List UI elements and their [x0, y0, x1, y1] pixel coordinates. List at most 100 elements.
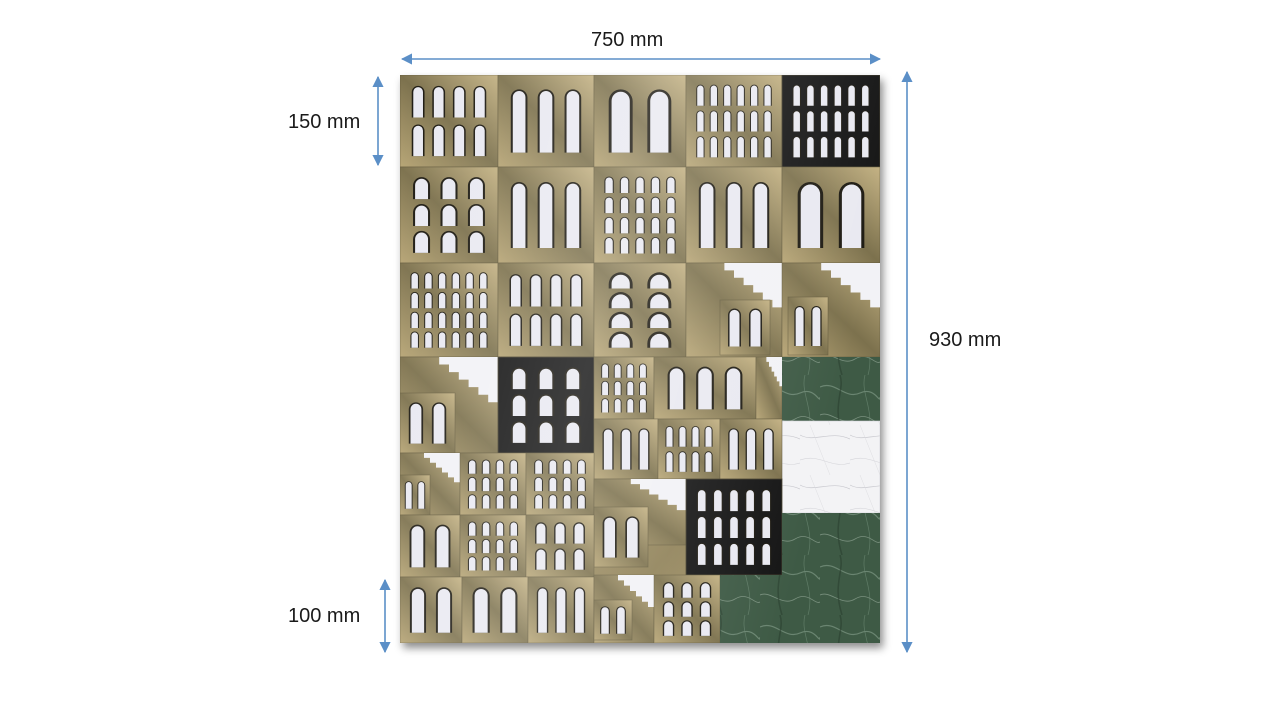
- arch-window: [726, 368, 741, 410]
- arch-window: [746, 490, 754, 512]
- arch-window: [437, 588, 451, 633]
- arch-window: [636, 197, 644, 214]
- arch-window: [714, 490, 722, 512]
- arch-window: [682, 621, 692, 636]
- arch-window: [512, 90, 526, 153]
- arch-window: [475, 125, 485, 157]
- arch-window: [438, 292, 446, 309]
- arch-window: [602, 364, 609, 378]
- arch-window: [697, 137, 704, 158]
- arch-window: [730, 543, 738, 565]
- arch-window: [841, 184, 862, 249]
- arch-window: [442, 205, 456, 227]
- arch-window: [571, 275, 581, 307]
- arch-window: [539, 422, 553, 443]
- arch-window: [512, 395, 526, 417]
- arch-window: [535, 477, 542, 492]
- arch-window: [651, 197, 660, 214]
- arch-window: [614, 399, 621, 413]
- arch-window: [626, 517, 638, 558]
- arch-window: [411, 332, 418, 348]
- arch-window: [442, 178, 456, 200]
- arch-window: [551, 275, 561, 307]
- arch-window: [862, 137, 869, 158]
- arch-window: [566, 90, 580, 153]
- arch-window: [793, 137, 800, 158]
- arch-window: [750, 137, 758, 158]
- green-marble-tile: [782, 357, 880, 421]
- arch-window: [664, 602, 673, 617]
- arch-window: [682, 602, 692, 617]
- arch-window: [698, 368, 712, 410]
- arch-window: [746, 543, 754, 565]
- arch-window: [605, 197, 613, 214]
- arch-window: [482, 495, 490, 509]
- arch-window: [820, 137, 828, 158]
- arch-window: [730, 490, 738, 512]
- arch-window: [617, 607, 625, 634]
- arch-window: [710, 137, 718, 158]
- arch-window: [566, 368, 580, 390]
- arch-window: [468, 495, 476, 509]
- arch-window: [563, 477, 571, 492]
- arch-window: [692, 426, 699, 447]
- arch-window: [795, 307, 804, 346]
- arch-window: [482, 539, 490, 554]
- arch-window: [701, 621, 710, 636]
- arch-window: [425, 332, 432, 348]
- arch-window: [764, 111, 771, 132]
- arch-window: [710, 111, 718, 132]
- arch-window: [682, 583, 692, 598]
- arch-window: [605, 177, 613, 194]
- arch-window: [764, 137, 771, 158]
- arch-window: [602, 399, 609, 413]
- arch-window: [480, 312, 487, 328]
- arch-window: [510, 477, 518, 492]
- arch-window: [862, 85, 869, 106]
- arch-window: [466, 312, 473, 328]
- arch-window: [454, 87, 465, 118]
- arch-window: [442, 232, 456, 253]
- arch-window: [512, 368, 526, 390]
- arch-window: [862, 111, 869, 132]
- arch-window: [667, 197, 675, 214]
- arch-window: [737, 111, 744, 132]
- arch-window: [651, 217, 660, 234]
- arch-window: [697, 543, 706, 565]
- arch-window: [669, 368, 684, 410]
- arch-window: [697, 490, 706, 512]
- arch-window: [480, 292, 487, 309]
- tile: [593, 506, 649, 568]
- arch-window: [651, 177, 660, 194]
- arch-window: [834, 137, 842, 158]
- arch-window: [496, 495, 504, 509]
- arch-window: [627, 364, 634, 378]
- arch-window: [620, 197, 629, 214]
- arch-window: [848, 111, 855, 132]
- arch-window: [512, 422, 526, 443]
- arch-window: [566, 395, 580, 417]
- arch-window: [762, 543, 771, 565]
- arch-window: [502, 588, 516, 633]
- arch-window: [605, 217, 613, 234]
- arch-window: [714, 516, 722, 539]
- arch-window: [667, 177, 675, 194]
- arch-window: [679, 452, 686, 472]
- width-label: 750 mm: [591, 29, 664, 51]
- arch-window: [535, 460, 542, 474]
- arch-window: [511, 275, 521, 307]
- arch-window: [666, 452, 673, 472]
- arch-window: [754, 183, 768, 249]
- arch-window: [705, 452, 712, 472]
- arch-window: [705, 426, 712, 447]
- arch-window: [621, 429, 631, 470]
- arch-window: [418, 482, 425, 509]
- arch-window: [510, 460, 518, 474]
- arch-window: [701, 583, 710, 598]
- arch-window: [571, 314, 581, 346]
- arch-window: [667, 237, 675, 254]
- arch-window: [636, 217, 644, 234]
- arch-window: [566, 183, 580, 249]
- arch-window: [536, 549, 546, 570]
- arch-window: [614, 381, 621, 396]
